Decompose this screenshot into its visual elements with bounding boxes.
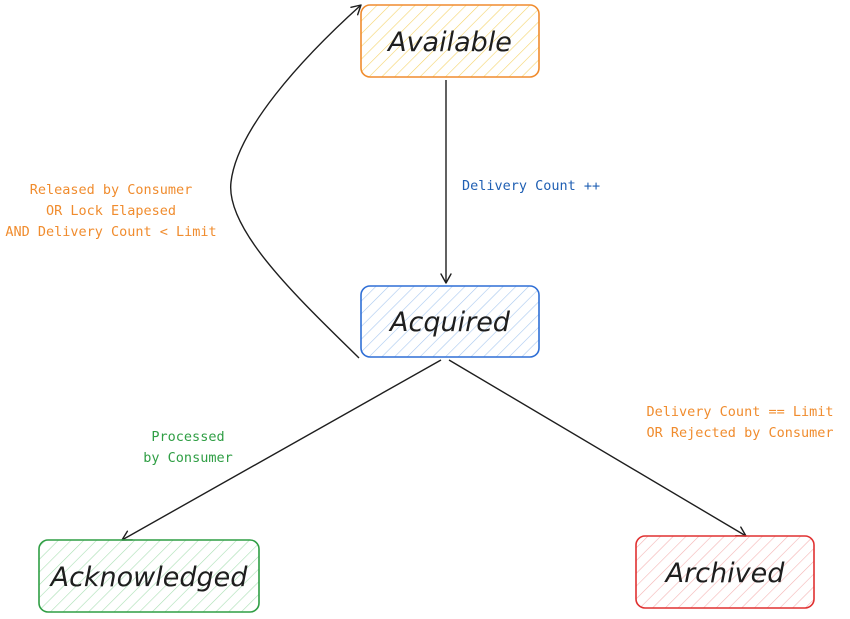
node-archived-box [635, 535, 815, 609]
edge-label-released-line: AND Delivery Count < Limit [5, 224, 216, 240]
edge-acquired-to-available [230, 4, 362, 359]
edge-label-processed-line: Processed [151, 429, 224, 445]
node-acknowledged[interactable]: Acknowledged [38, 539, 260, 613]
edge-label-released-line: Released by Consumer [30, 182, 193, 198]
node-archived[interactable]: Archived [635, 535, 815, 609]
node-acknowledged-label: Acknowledged [49, 562, 249, 593]
edge-label-limit: Delivery Count == Limit OR Rejected by C… [647, 404, 834, 441]
edge-label-limit-line: Delivery Count == Limit [647, 404, 834, 420]
node-available-box [360, 4, 540, 78]
node-acquired-box [360, 285, 540, 358]
node-archived-label: Archived [664, 558, 786, 589]
edge-label-released-line: OR Lock Elapesed [46, 203, 176, 219]
node-available[interactable]: Available [360, 4, 540, 78]
node-acquired-label: Acquired [388, 307, 511, 338]
node-available-label: Available [386, 27, 512, 58]
node-acquired[interactable]: Acquired [360, 285, 540, 358]
edge-label-processed: Processed by Consumer [143, 429, 232, 466]
edge-label-released: Released by Consumer OR Lock Elapesed AN… [5, 182, 216, 240]
edge-label-delivery-count: Delivery Count ++ [462, 178, 600, 194]
edge-label-processed-line: by Consumer [143, 450, 232, 466]
edge-acquired-to-acknowledged [121, 359, 442, 541]
node-acknowledged-box [38, 539, 260, 613]
edge-acquired-to-archived [448, 359, 747, 537]
edge-label-limit-line: OR Rejected by Consumer [647, 425, 834, 441]
